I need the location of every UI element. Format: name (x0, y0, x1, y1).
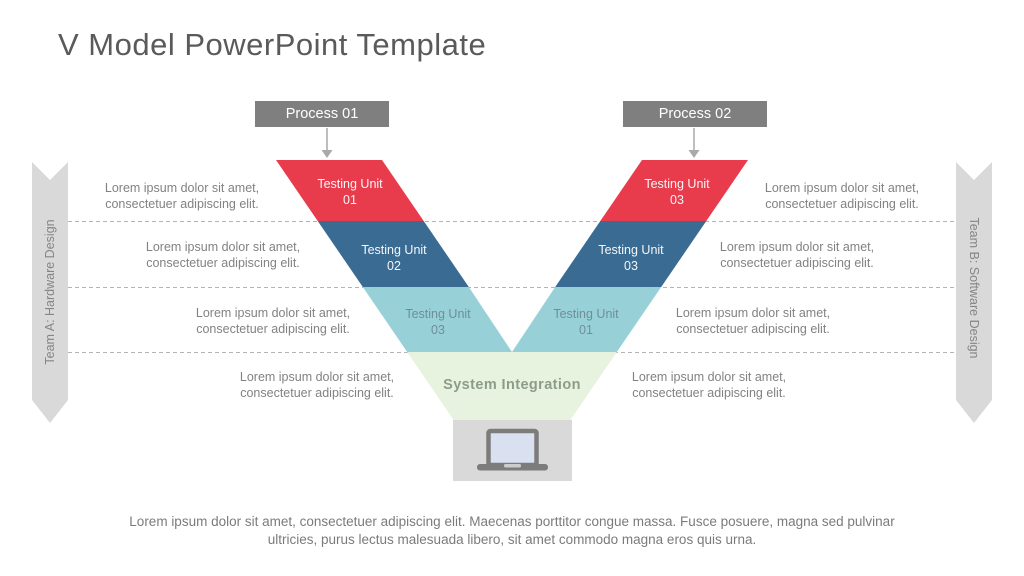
segment-label-line: Testing Unit (644, 177, 710, 191)
segment-label-number: 01 (343, 193, 357, 208)
side-text-right-4: Lorem ipsum dolor sit amet, consectetuer… (609, 370, 809, 402)
side-text-left-2: Lorem ipsum dolor sit amet, consectetuer… (123, 240, 323, 272)
side-text-line: Lorem ipsum dolor sit amet, (675, 306, 831, 320)
process-01-box: Process 01 (255, 101, 389, 127)
side-text-line: consectetuer adipiscing elit. (765, 196, 919, 211)
side-text-line: consectetuer adipiscing elit. (632, 385, 786, 400)
side-text-line: consectetuer adipiscing elit. (196, 321, 350, 336)
side-text-line: consectetuer adipiscing elit. (146, 255, 300, 270)
side-text-left-3: Lorem ipsum dolor sit amet, consectetuer… (173, 306, 373, 338)
side-text-line: consectetuer adipiscing elit. (240, 385, 394, 400)
segment-right-1-label: Testing Unit 03 (617, 176, 737, 209)
side-text-line: Lorem ipsum dolor sit amet, (764, 181, 920, 195)
segment-right-3 (512, 287, 662, 352)
footer-line: ultricies, purus lectus malesuada libero… (267, 531, 757, 547)
team-a-ribbon (32, 162, 68, 423)
side-text-right-3: Lorem ipsum dolor sit amet, consectetuer… (653, 306, 853, 338)
side-text-line: consectetuer adipiscing elit. (720, 255, 874, 270)
team-b-ribbon (956, 162, 992, 423)
integration-label: System Integration (443, 377, 581, 393)
segment-label-number: 01 (579, 323, 593, 338)
segment-right-2 (555, 221, 707, 287)
segment-right-2-label: Testing Unit 03 (571, 242, 691, 275)
side-text-line: Lorem ipsum dolor sit amet, (631, 370, 787, 384)
side-text-line: Lorem ipsum dolor sit amet, (195, 306, 351, 320)
side-text-right-1: Lorem ipsum dolor sit amet, consectetuer… (742, 181, 942, 213)
footer-paragraph: Lorem ipsum dolor sit amet, consectetuer… (62, 513, 962, 548)
arrow-down-icon (321, 128, 333, 158)
team-a-ribbon-label: Team A: Hardware Design (43, 219, 57, 365)
side-text-line: Lorem ipsum dolor sit amet, (719, 240, 875, 254)
side-text-left-4: Lorem ipsum dolor sit amet, consectetuer… (217, 370, 417, 402)
side-text-right-2: Lorem ipsum dolor sit amet, consectetuer… (697, 240, 897, 272)
segment-label-line: Testing Unit (361, 243, 427, 257)
side-text-left-1: Lorem ipsum dolor sit amet, consectetuer… (82, 181, 282, 213)
segment-label-number: 03 (431, 323, 445, 338)
page-title: V Model PowerPoint Template (58, 27, 487, 62)
arrow-down-icon (688, 128, 700, 158)
side-text-line: Lorem ipsum dolor sit amet, (104, 181, 260, 195)
segment-label-number: 03 (624, 259, 638, 274)
segment-left-1-label: Testing Unit 01 (290, 176, 410, 209)
segment-left-2 (317, 221, 469, 287)
segment-left-1 (276, 160, 424, 221)
segment-left-2-label: Testing Unit 02 (334, 242, 454, 275)
segment-right-1 (600, 160, 748, 221)
segment-label-number: 02 (387, 259, 401, 274)
side-text-line: Lorem ipsum dolor sit amet, (145, 240, 301, 254)
segment-label-line: Testing Unit (553, 307, 619, 321)
segment-label-line: Testing Unit (405, 307, 471, 321)
integration-shape (407, 352, 617, 420)
segment-label-line: Testing Unit (317, 177, 383, 191)
team-b-ribbon-label: Team B: Software Design (967, 217, 981, 359)
side-text-line: Lorem ipsum dolor sit amet, (239, 370, 395, 384)
laptop-icon (453, 420, 572, 481)
side-text-line: consectetuer adipiscing elit. (105, 196, 259, 211)
segment-label-line: Testing Unit (598, 243, 664, 257)
side-text-line: consectetuer adipiscing elit. (676, 321, 830, 336)
segment-right-3-label: Testing Unit 01 (526, 306, 646, 339)
process-02-box: Process 02 (623, 101, 767, 127)
footer-line: Lorem ipsum dolor sit amet, consectetuer… (129, 514, 895, 529)
segment-label-number: 03 (670, 193, 684, 208)
segment-left-3 (362, 287, 512, 352)
segment-left-3-label: Testing Unit 03 (378, 306, 498, 339)
